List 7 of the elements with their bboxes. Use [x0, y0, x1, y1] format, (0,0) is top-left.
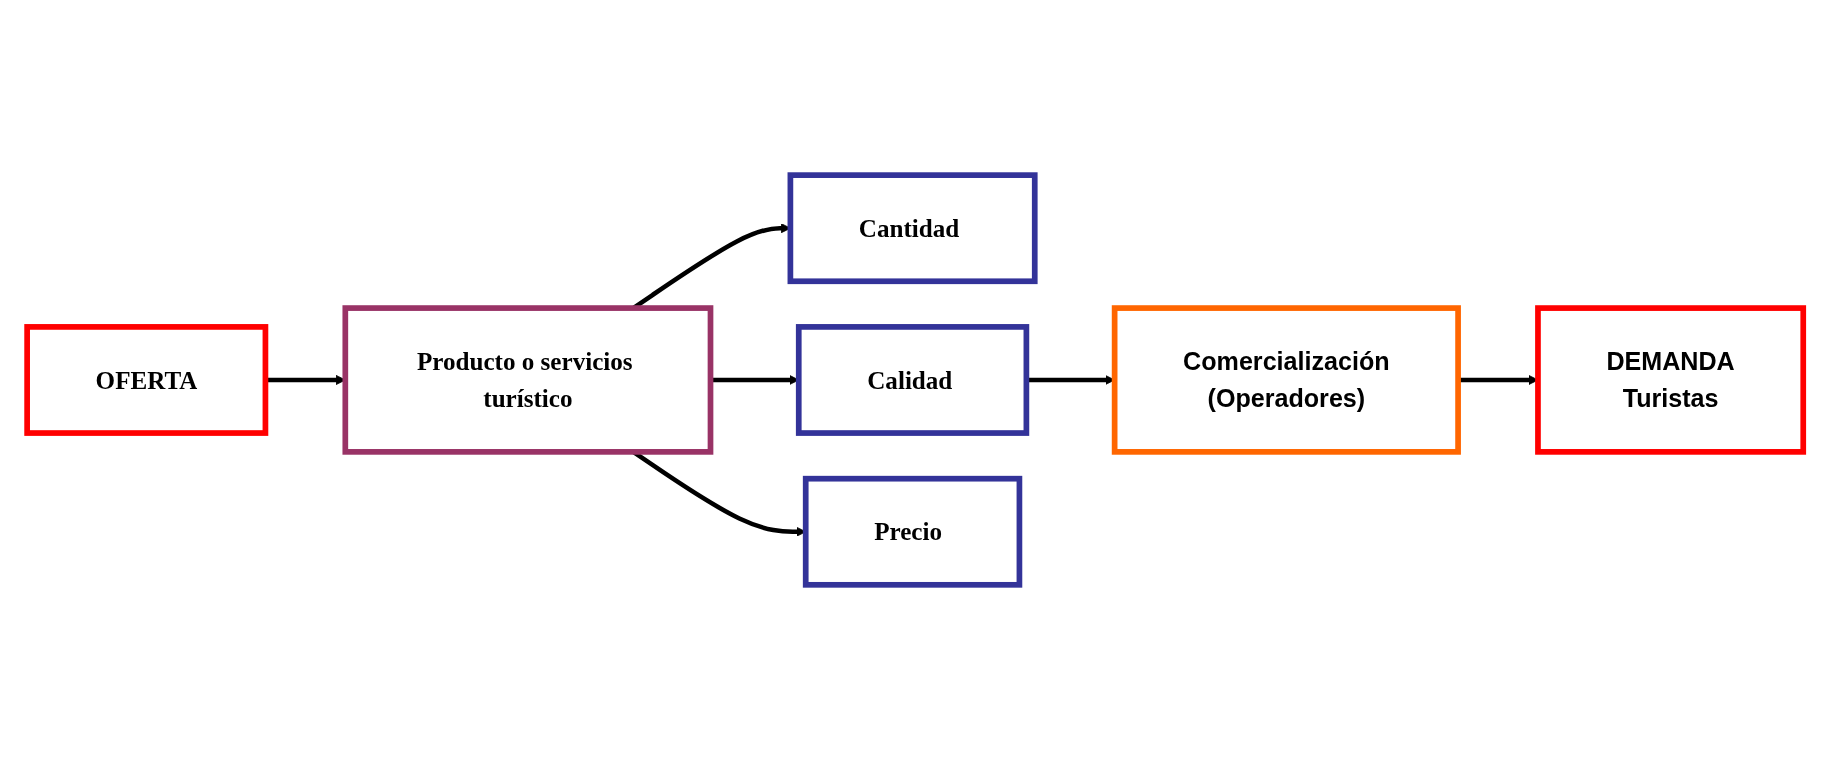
node-box: Calidad: [796, 324, 1030, 436]
node-box: Comercialización (Operadores): [1112, 305, 1462, 455]
node-box: DEMANDA Turistas: [1535, 305, 1807, 455]
node-box: Precio: [803, 475, 1023, 588]
node-box: OFERTA: [24, 324, 269, 436]
node-box: Producto o servicios turístico: [342, 305, 714, 455]
node-box: Cantidad: [787, 172, 1038, 285]
